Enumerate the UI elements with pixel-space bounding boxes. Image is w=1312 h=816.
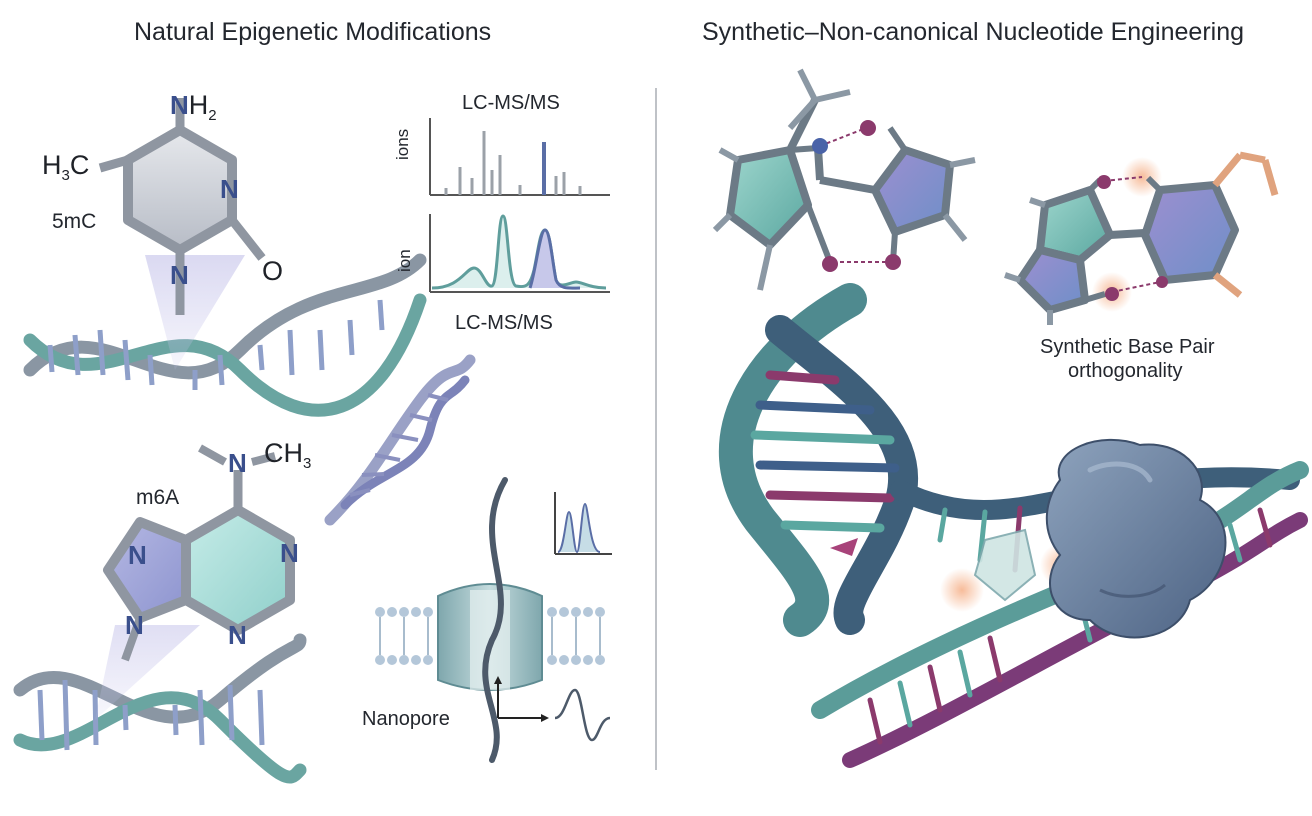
nanopore-signal: [494, 676, 611, 742]
5mc-label: 5mC: [52, 210, 97, 233]
dna-helix-bottom: [13, 633, 307, 784]
polymerase-protein: [1045, 438, 1227, 639]
5mc-amine-label: NH2: [170, 90, 217, 124]
5mc-carbonyl-o: O: [262, 256, 284, 286]
nanopore-membrane: [375, 477, 605, 763]
dna-helix-large: [718, 283, 919, 637]
5mc-ring-n1: N: [220, 174, 239, 204]
m6a-ring-n2: N: [128, 540, 147, 570]
5mc-methyl-label: H3C: [42, 150, 90, 184]
5mc-ring: [98, 98, 266, 315]
m6a-label: m6A: [136, 486, 180, 509]
lcms-chart-top: [429, 118, 610, 196]
m6a-ring-n4: N: [125, 610, 144, 640]
lcms-top-ylabel: ions: [393, 128, 412, 160]
m6a-ring-n3: N: [228, 620, 247, 650]
m6a-ring-n1: N: [280, 538, 299, 568]
synthetic-molecule-1: [712, 68, 976, 291]
synthetic-caption-line1: Synthetic Base Pair: [1040, 336, 1215, 358]
projection-cone-5mc: [145, 255, 245, 370]
nanopore-label: Nanopore: [362, 708, 450, 730]
synthetic-caption-line2: orthogonality: [1068, 360, 1183, 382]
projection-cone-m6a: [95, 625, 200, 720]
m6a-rings: [103, 444, 295, 662]
left-panel-title: Natural Epigenetic Modifications: [134, 18, 492, 46]
nanopore-peaks: [554, 492, 612, 555]
dna-helix-small: [324, 354, 476, 526]
synthetic-molecule-2: [1004, 151, 1279, 325]
5mc-ring-n2: N: [170, 260, 189, 290]
lcms-chart-bottom: [429, 214, 610, 293]
m6a-methyl-label: CH3: [264, 438, 312, 472]
lcms-bottom-ylabel: ion: [395, 249, 414, 272]
m6a-methyl-n: N: [228, 448, 247, 478]
dna-helix-top: [23, 253, 427, 417]
lcms-title: LC-MS/MS: [462, 92, 560, 114]
right-panel-title: Synthetic–Non-canonical Nucleotide Engin…: [702, 18, 1245, 46]
lcms-bottom-label: LC-MS/MS: [455, 312, 553, 334]
